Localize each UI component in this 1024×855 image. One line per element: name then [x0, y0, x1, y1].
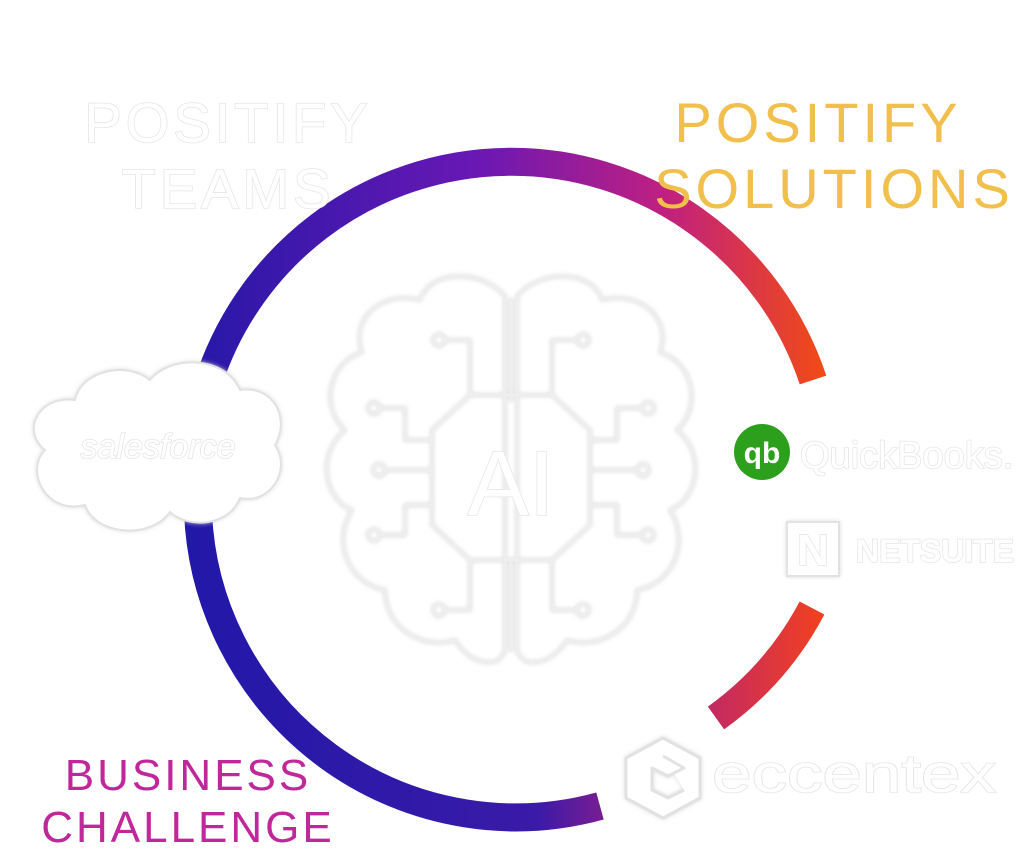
teams-line-2: TEAMS [122, 157, 335, 220]
brain-icon [324, 274, 698, 665]
label-business-challenge: BUSINESS CHALLENGE [41, 751, 335, 852]
netsuite-mark-text: N [797, 526, 829, 575]
netsuite-mark-icon [786, 521, 840, 577]
label-positify-solutions: POSITIFY SOLUTIONS [654, 91, 1014, 220]
ring-bottom-arc [184, 511, 604, 832]
ring-top-arc [192, 147, 827, 394]
challenge-line-2: CHALLENGE [41, 803, 335, 852]
quickbooks-wordmark: QuickBooks. [800, 435, 1013, 477]
quickbooks-mark-icon [734, 424, 790, 480]
netsuite-wordmark: NETSUITE [856, 533, 1014, 569]
challenge-line-1: BUSINESS [65, 751, 312, 800]
gradient-ring [184, 147, 827, 832]
salesforce-wordmark: salesforce [81, 428, 236, 466]
teams-line-1: POSITIFY [84, 91, 371, 154]
salesforce-cloud-icon [32, 361, 282, 532]
eccentex-wordmark: eccentex [712, 744, 996, 804]
eccentex-logo: eccentex [624, 736, 997, 820]
brain-ai-label: AI [468, 433, 555, 535]
eccentex-hex-icon [624, 736, 702, 820]
netsuite-logo: N NETSUITE [786, 521, 1015, 577]
ring-right-arc [707, 601, 825, 730]
label-positify-teams: POSITIFY TEAMS [84, 90, 371, 221]
quickbooks-logo: qb QuickBooks. [734, 424, 1014, 480]
solutions-line-2: SOLUTIONS [654, 157, 1014, 220]
quickbooks-mark-text: qb [744, 437, 781, 470]
solutions-line-1: POSITIFY [674, 91, 961, 154]
salesforce-logo: salesforce [32, 361, 282, 532]
